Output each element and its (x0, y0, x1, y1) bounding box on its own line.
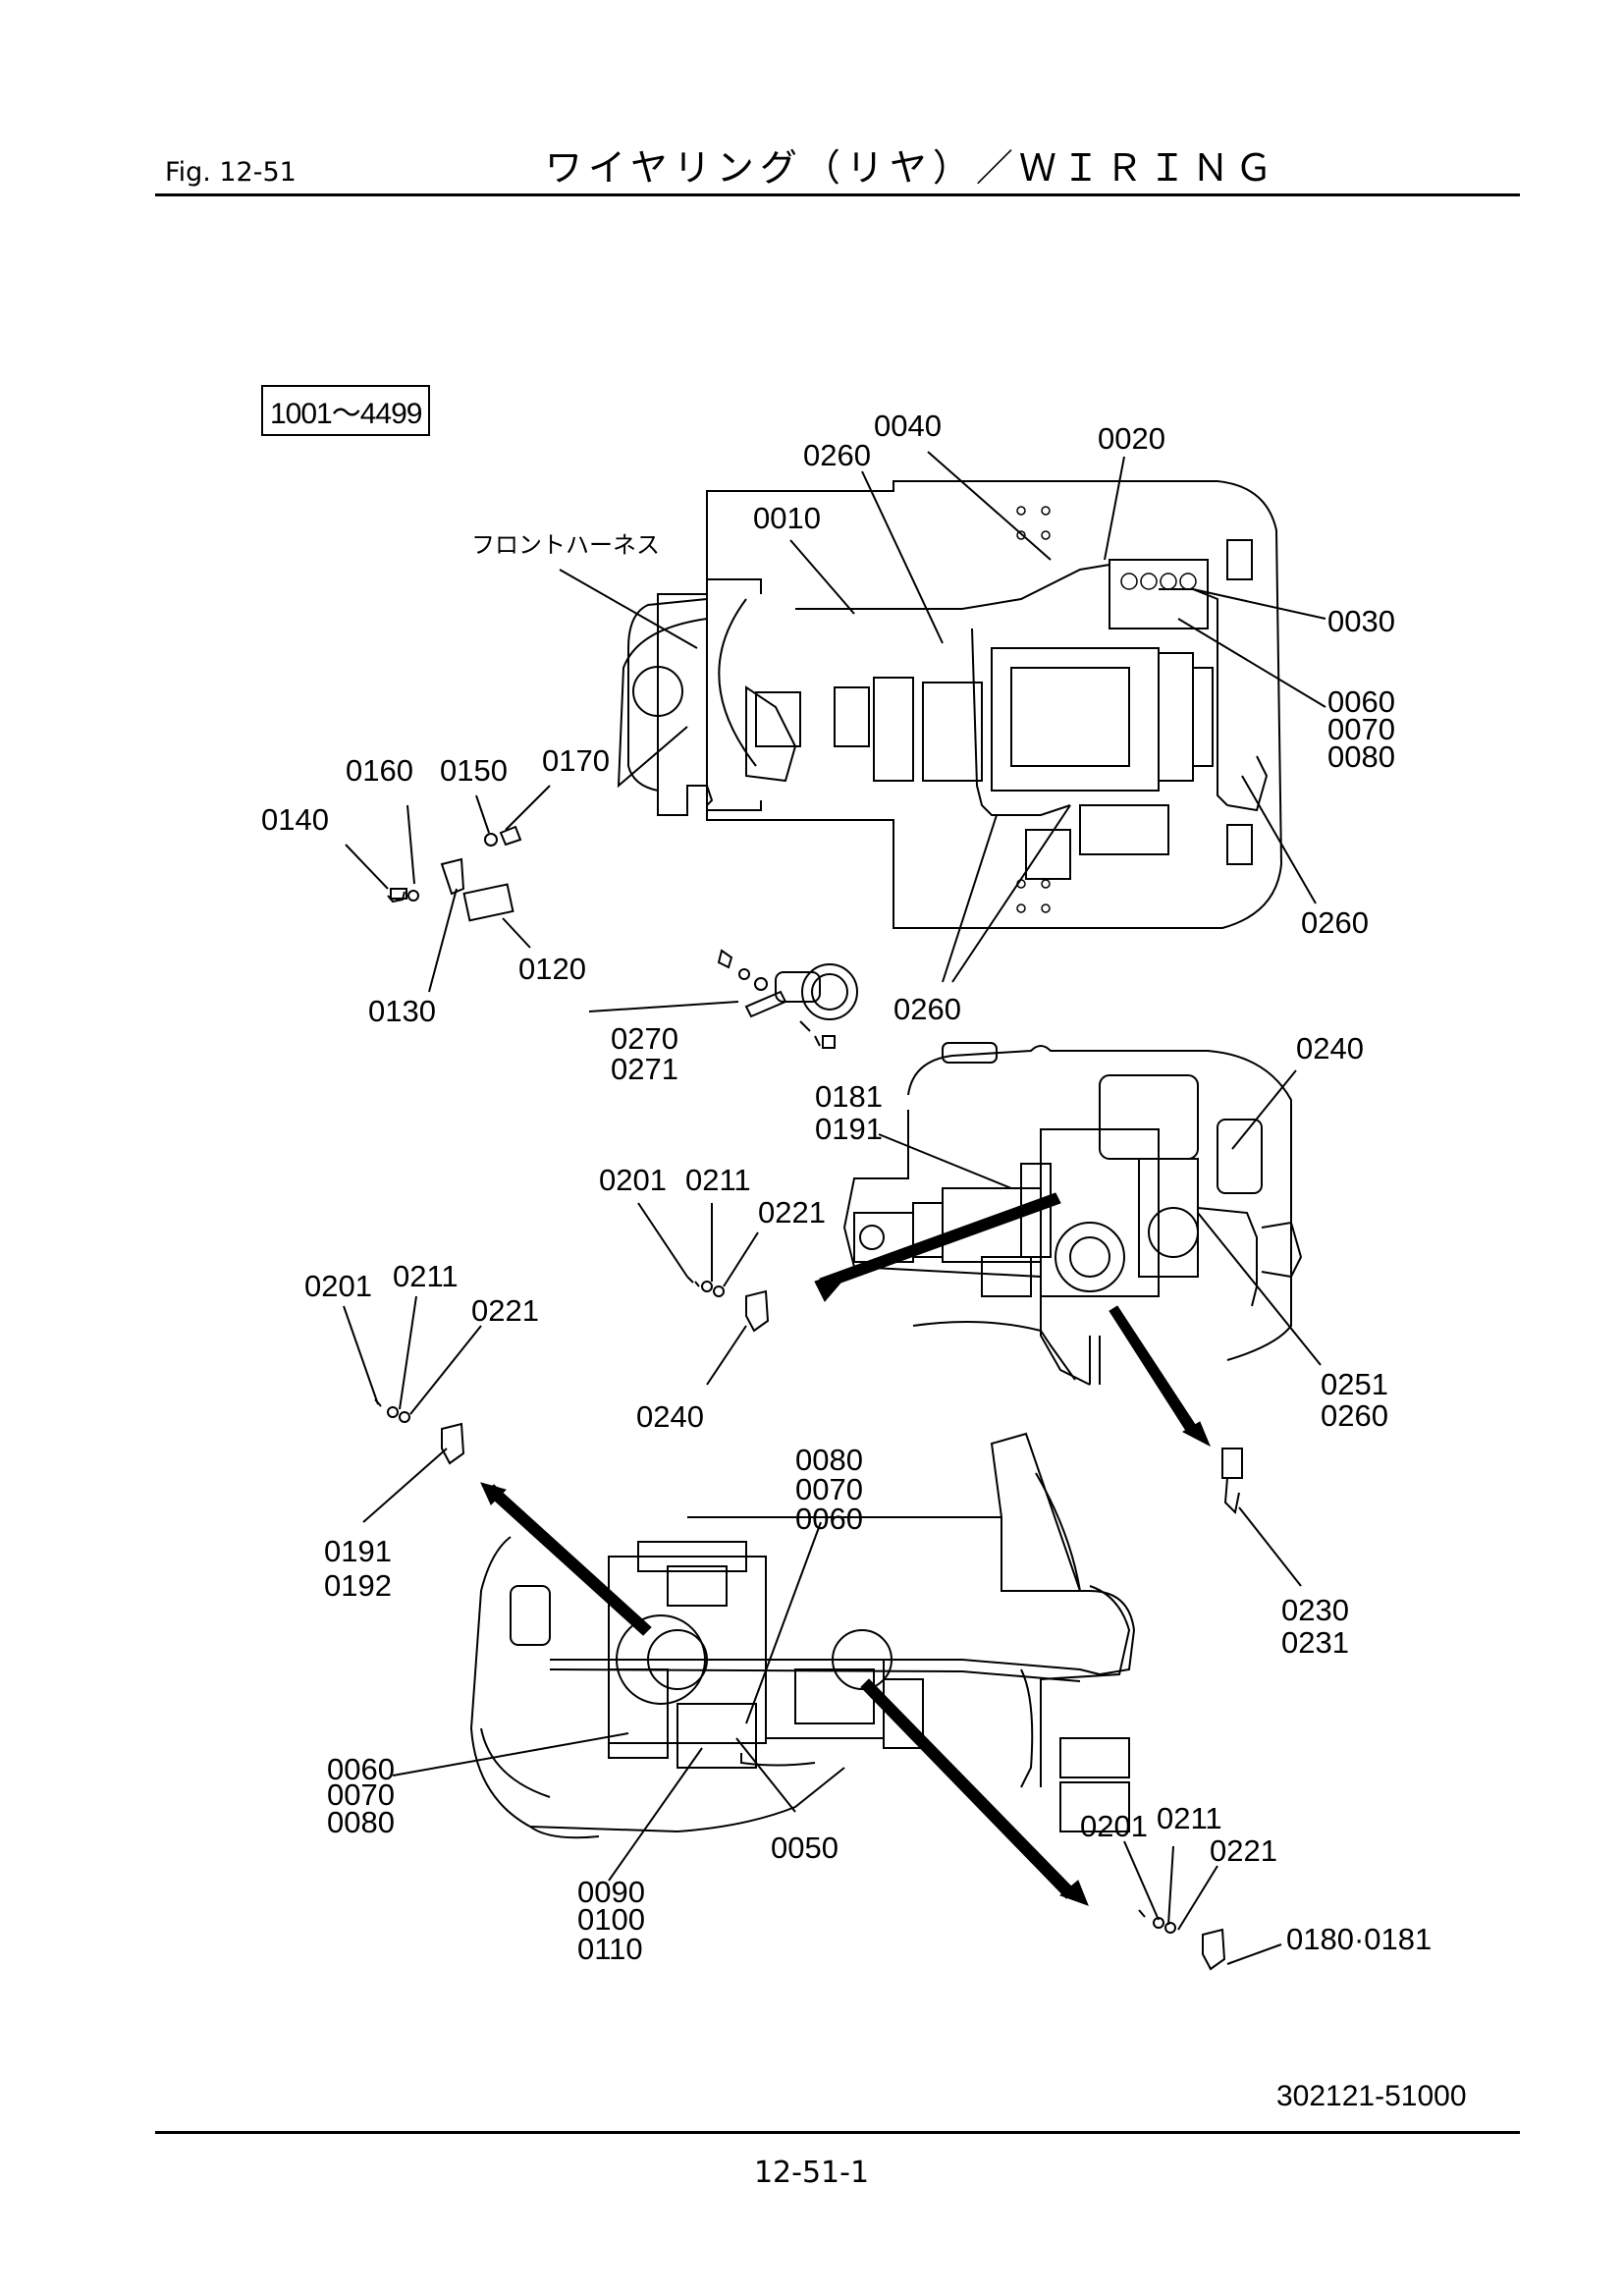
callout-0260: 0260 (893, 992, 961, 1026)
callout-0100: 0100 (577, 1902, 645, 1937)
callout-0060: 0060 (1327, 684, 1395, 719)
callout-0110: 0110 (577, 1932, 643, 1966)
callout-0170: 0170 (542, 743, 610, 778)
middle-side-view (842, 1042, 1303, 1386)
callout-0201: 0201 (1080, 1809, 1148, 1843)
callout-0020: 0020 (1098, 421, 1165, 456)
callout-0260: 0260 (803, 438, 871, 472)
callout-0270: 0270 (611, 1021, 678, 1056)
callout-0060: 0060 (327, 1752, 395, 1786)
callout-0120: 0120 (518, 952, 586, 986)
callout-0201: 0201 (599, 1163, 667, 1197)
callout-0080: 0080 (795, 1443, 863, 1477)
front-harness-label: フロントハーネス (471, 531, 660, 559)
footer-rule (155, 2131, 1520, 2134)
callout-0180-0181: 0180·0181 (1286, 1922, 1432, 1956)
callout-0191: 0191 (815, 1112, 883, 1146)
callout-0201: 0201 (304, 1269, 372, 1303)
callout-0260: 0260 (1321, 1398, 1388, 1433)
bracket-parts (374, 1276, 1243, 1971)
callout-0271: 0271 (611, 1052, 678, 1086)
callout-0150: 0150 (440, 753, 508, 788)
starter-assembly (717, 949, 858, 1049)
callout-0231: 0231 (1281, 1625, 1349, 1660)
callout-labels: 0040 0020 0260 0010 0030 0060 0070 0080 … (261, 409, 1432, 1966)
top-view-machine (617, 480, 1283, 929)
callout-0080: 0080 (1327, 739, 1395, 774)
callout-0060: 0060 (795, 1502, 863, 1536)
callout-0130: 0130 (368, 994, 436, 1028)
callout-0070: 0070 (327, 1777, 395, 1812)
callout-0050: 0050 (771, 1831, 839, 1865)
relay-assembly (387, 825, 522, 922)
callout-0040: 0040 (874, 409, 942, 443)
callout-0090: 0090 (577, 1875, 645, 1909)
callout-0010: 0010 (753, 501, 821, 535)
callout-0230: 0230 (1281, 1593, 1349, 1627)
callout-0221: 0221 (758, 1195, 826, 1230)
callout-0140: 0140 (261, 802, 329, 837)
serial-range-box: 1001～4499 (261, 385, 431, 436)
callout-0070: 0070 (795, 1472, 863, 1506)
lower-side-view (469, 1432, 1136, 1839)
callout-0030: 0030 (1327, 604, 1395, 638)
callout-0251: 0251 (1321, 1367, 1388, 1401)
callout-0221: 0221 (471, 1293, 539, 1328)
callout-0070: 0070 (1327, 712, 1395, 746)
callout-0181: 0181 (815, 1079, 883, 1114)
page-title: ワイヤリング（リヤ）／ＷＩＲＩＮＧ (545, 146, 1278, 190)
callout-0221: 0221 (1210, 1833, 1277, 1868)
page-number: 12-51-1 (753, 2156, 870, 2190)
callout-0080: 0080 (327, 1805, 395, 1839)
callout-0191: 0191 (324, 1534, 392, 1568)
drawing-number: 302121-51000 (1276, 2080, 1467, 2112)
detail-arrows (480, 1192, 1211, 1906)
callout-0192: 0192 (324, 1568, 392, 1603)
callout-0211: 0211 (393, 1259, 459, 1293)
figure-number: Fig. 12-51 (165, 157, 297, 188)
callout-0240: 0240 (636, 1399, 704, 1434)
callout-0211: 0211 (685, 1163, 751, 1197)
callout-0160: 0160 (346, 753, 413, 788)
callout-0240: 0240 (1296, 1031, 1364, 1066)
callout-0260: 0260 (1301, 905, 1369, 940)
leader-lines (343, 451, 1326, 1965)
callout-0211: 0211 (1157, 1801, 1222, 1835)
header-rule (155, 193, 1520, 196)
